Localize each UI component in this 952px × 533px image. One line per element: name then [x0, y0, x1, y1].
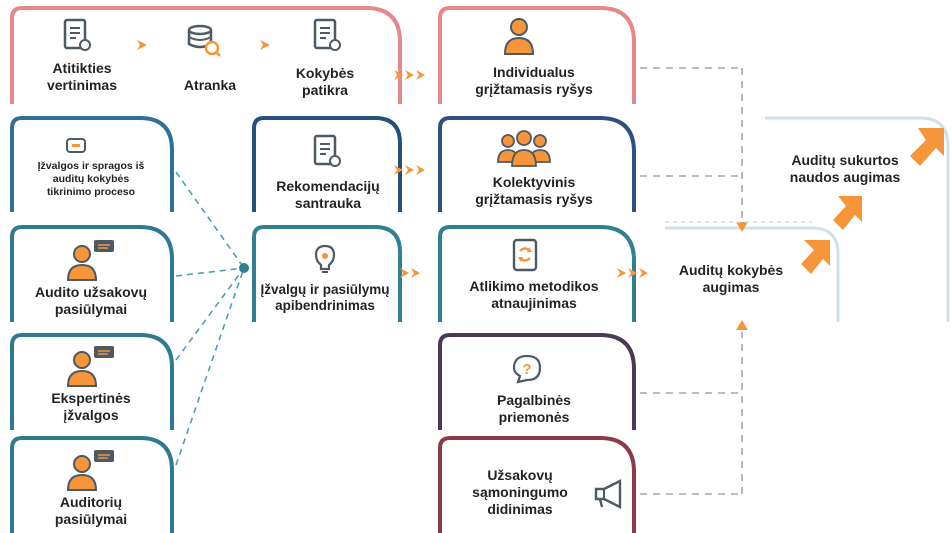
frame-red-right	[438, 6, 636, 104]
frame-teal-right	[438, 225, 636, 322]
refresh-document-icon	[512, 238, 538, 272]
frame-teal-left	[10, 225, 174, 322]
question-bubble-icon: ?	[512, 354, 542, 384]
frame-blue-left	[10, 116, 174, 212]
frame-teal-left-5	[10, 436, 174, 533]
frame-lightblue-top	[765, 116, 950, 322]
arrowhead-up	[736, 320, 748, 330]
document-check-icon	[313, 18, 341, 51]
document-check-icon	[313, 134, 341, 167]
frame-teal-mid	[252, 225, 402, 322]
document-check-icon	[63, 18, 91, 51]
frame-teal-left-4	[10, 333, 174, 430]
frame-red	[10, 6, 402, 104]
hub-dot	[239, 263, 249, 273]
label-atranka: Atranka	[183, 77, 237, 93]
message-icon	[66, 138, 86, 153]
person-chat-icon	[66, 346, 114, 387]
frame-wine	[438, 436, 636, 533]
frame-purple	[438, 333, 636, 430]
svg-text:?: ?	[522, 361, 531, 378]
database-search-icon	[187, 24, 221, 57]
frame-navy-right	[438, 116, 636, 212]
lightbulb-icon	[314, 244, 336, 273]
person-chat-icon	[66, 450, 114, 491]
arrowhead-down	[736, 222, 748, 232]
person-chat-icon	[66, 240, 114, 281]
megaphone-icon	[594, 479, 622, 509]
person-icon	[503, 18, 535, 55]
group-icon	[497, 130, 551, 167]
frame-lightblue-mid	[665, 226, 840, 322]
frame-navy-mid	[252, 116, 402, 212]
